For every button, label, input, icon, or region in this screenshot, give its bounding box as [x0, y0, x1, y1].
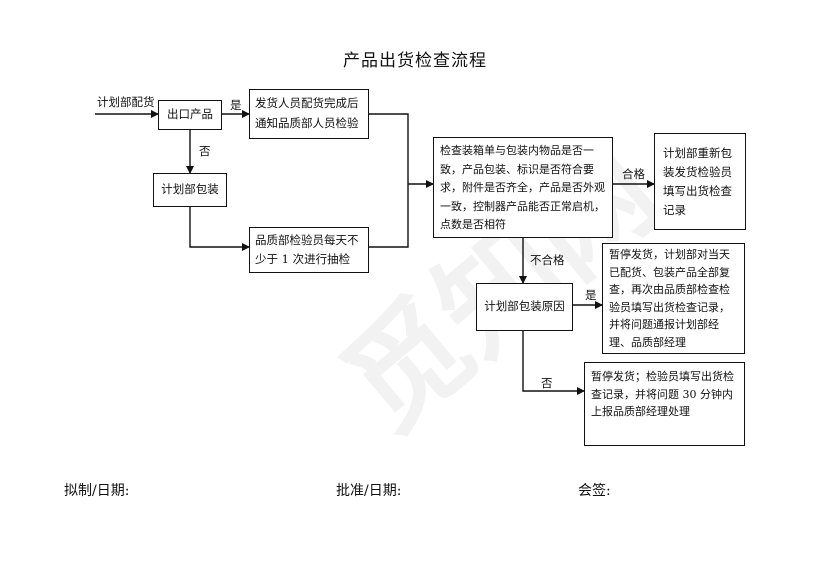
- pass-action-box: 计划部重新包装发货检验员填写出货检查记录: [654, 133, 746, 230]
- line-notify-to-merge: [369, 113, 409, 248]
- reason-text: 计划部包装原因: [484, 299, 565, 313]
- label-no-export: 否: [199, 144, 211, 158]
- label-no-reason: 否: [541, 376, 553, 390]
- page-title: 产品出货检查流程: [343, 51, 487, 71]
- inspect-box: 检查装箱单与包装内物品是否一致，产品包装、标识是否符合要求，附件是否齐全，产品是…: [433, 137, 613, 238]
- no-action-box: 暂停发货；检验员填写出货检查记录，并将问题 30 分钟内上报品质部经理处理: [584, 362, 745, 446]
- label-pass: 合格: [622, 167, 645, 181]
- label-yes-export: 是: [230, 98, 242, 112]
- no-action-text: 暂停发货；检验员填写出货检查记录，并将问题 30 分钟内上报品质部经理处理: [591, 370, 734, 418]
- pass-action-text: 计划部重新包装发货检验员填写出货检查记录: [663, 146, 732, 217]
- export-product-text: 出口产品: [167, 107, 213, 121]
- export-product-box: 出口产品: [158, 100, 222, 130]
- plan-pack-box: 计划部包装: [153, 173, 227, 207]
- label-yes-reason: 是: [585, 288, 597, 302]
- yes-action-text: 暂停发货，计划部对当天已配货、包装产品全部复查，再次由品质部检查检验员填写出货检…: [609, 248, 730, 349]
- ship-notify-text: 发货人员配货完成后通知品质部人员检验: [255, 96, 359, 130]
- label-fail: 不合格: [530, 253, 565, 267]
- plan-pack-text: 计划部包装: [161, 182, 219, 196]
- countersign-label: 会签:: [578, 483, 611, 499]
- inspect-text: 检查装箱单与包装内物品是否一致，产品包装、标识是否符合要求，附件是否齐全，产品是…: [440, 144, 605, 231]
- approved-signature-label: 批准/日期:: [336, 483, 402, 499]
- start-label: 计划部配货: [97, 95, 155, 109]
- yes-action-box: 暂停发货，计划部对当天已配货、包装产品全部复查，再次由品质部检查检验员填写出货检…: [602, 243, 745, 354]
- arrow-reason-to-no: [522, 331, 585, 395]
- reason-box: 计划部包装原因: [476, 283, 573, 331]
- drafted-signature-label: 拟制/日期:: [64, 483, 130, 499]
- qc-daily-box: 品质部检验员每天不少于 1 次进行抽检: [249, 227, 369, 273]
- qc-daily-text: 品质部检验员每天不少于 1 次进行抽检: [255, 233, 359, 266]
- arrow-pack-to-qc: [189, 207, 250, 251]
- ship-notify-box: 发货人员配货完成后通知品质部人员检验: [249, 89, 369, 139]
